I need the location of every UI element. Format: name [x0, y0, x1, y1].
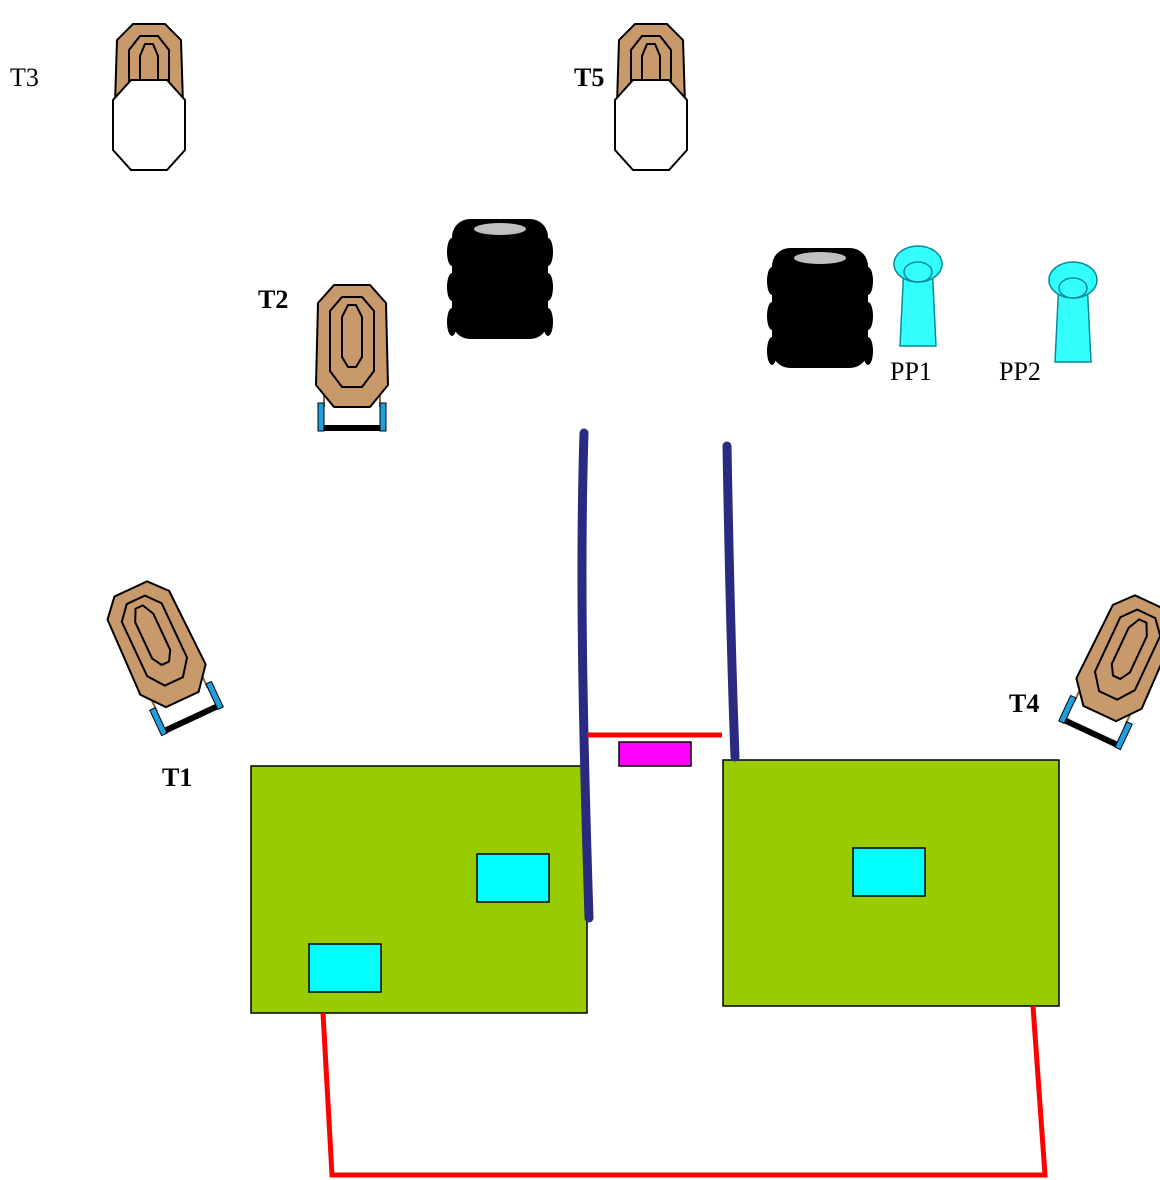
wall-right	[722, 441, 740, 762]
label-pp2: PP2	[999, 357, 1041, 386]
label-t4: T4	[1009, 689, 1039, 718]
box-window	[308, 943, 382, 993]
barrel-icon	[767, 248, 873, 368]
paper-target-icon	[97, 572, 227, 738]
popper-icon	[1048, 261, 1098, 363]
wall-left	[577, 428, 594, 923]
barrel-icon	[447, 219, 553, 339]
label-t2: T2	[258, 285, 288, 314]
label-t5: T5	[574, 63, 604, 92]
box-window	[852, 847, 926, 897]
no-shoot-target-icon	[614, 23, 688, 171]
fault-line-bottom	[320, 1005, 1048, 1178]
paper-target-icon	[1055, 586, 1160, 752]
paper-target-icon	[315, 284, 389, 432]
label-pp1: PP1	[890, 357, 932, 386]
label-t1: T1	[162, 763, 192, 792]
box-window	[476, 853, 550, 903]
start-marker	[618, 741, 692, 767]
label-t3: T3	[10, 63, 39, 92]
popper-icon	[893, 245, 943, 347]
no-shoot-target-icon	[112, 23, 186, 171]
